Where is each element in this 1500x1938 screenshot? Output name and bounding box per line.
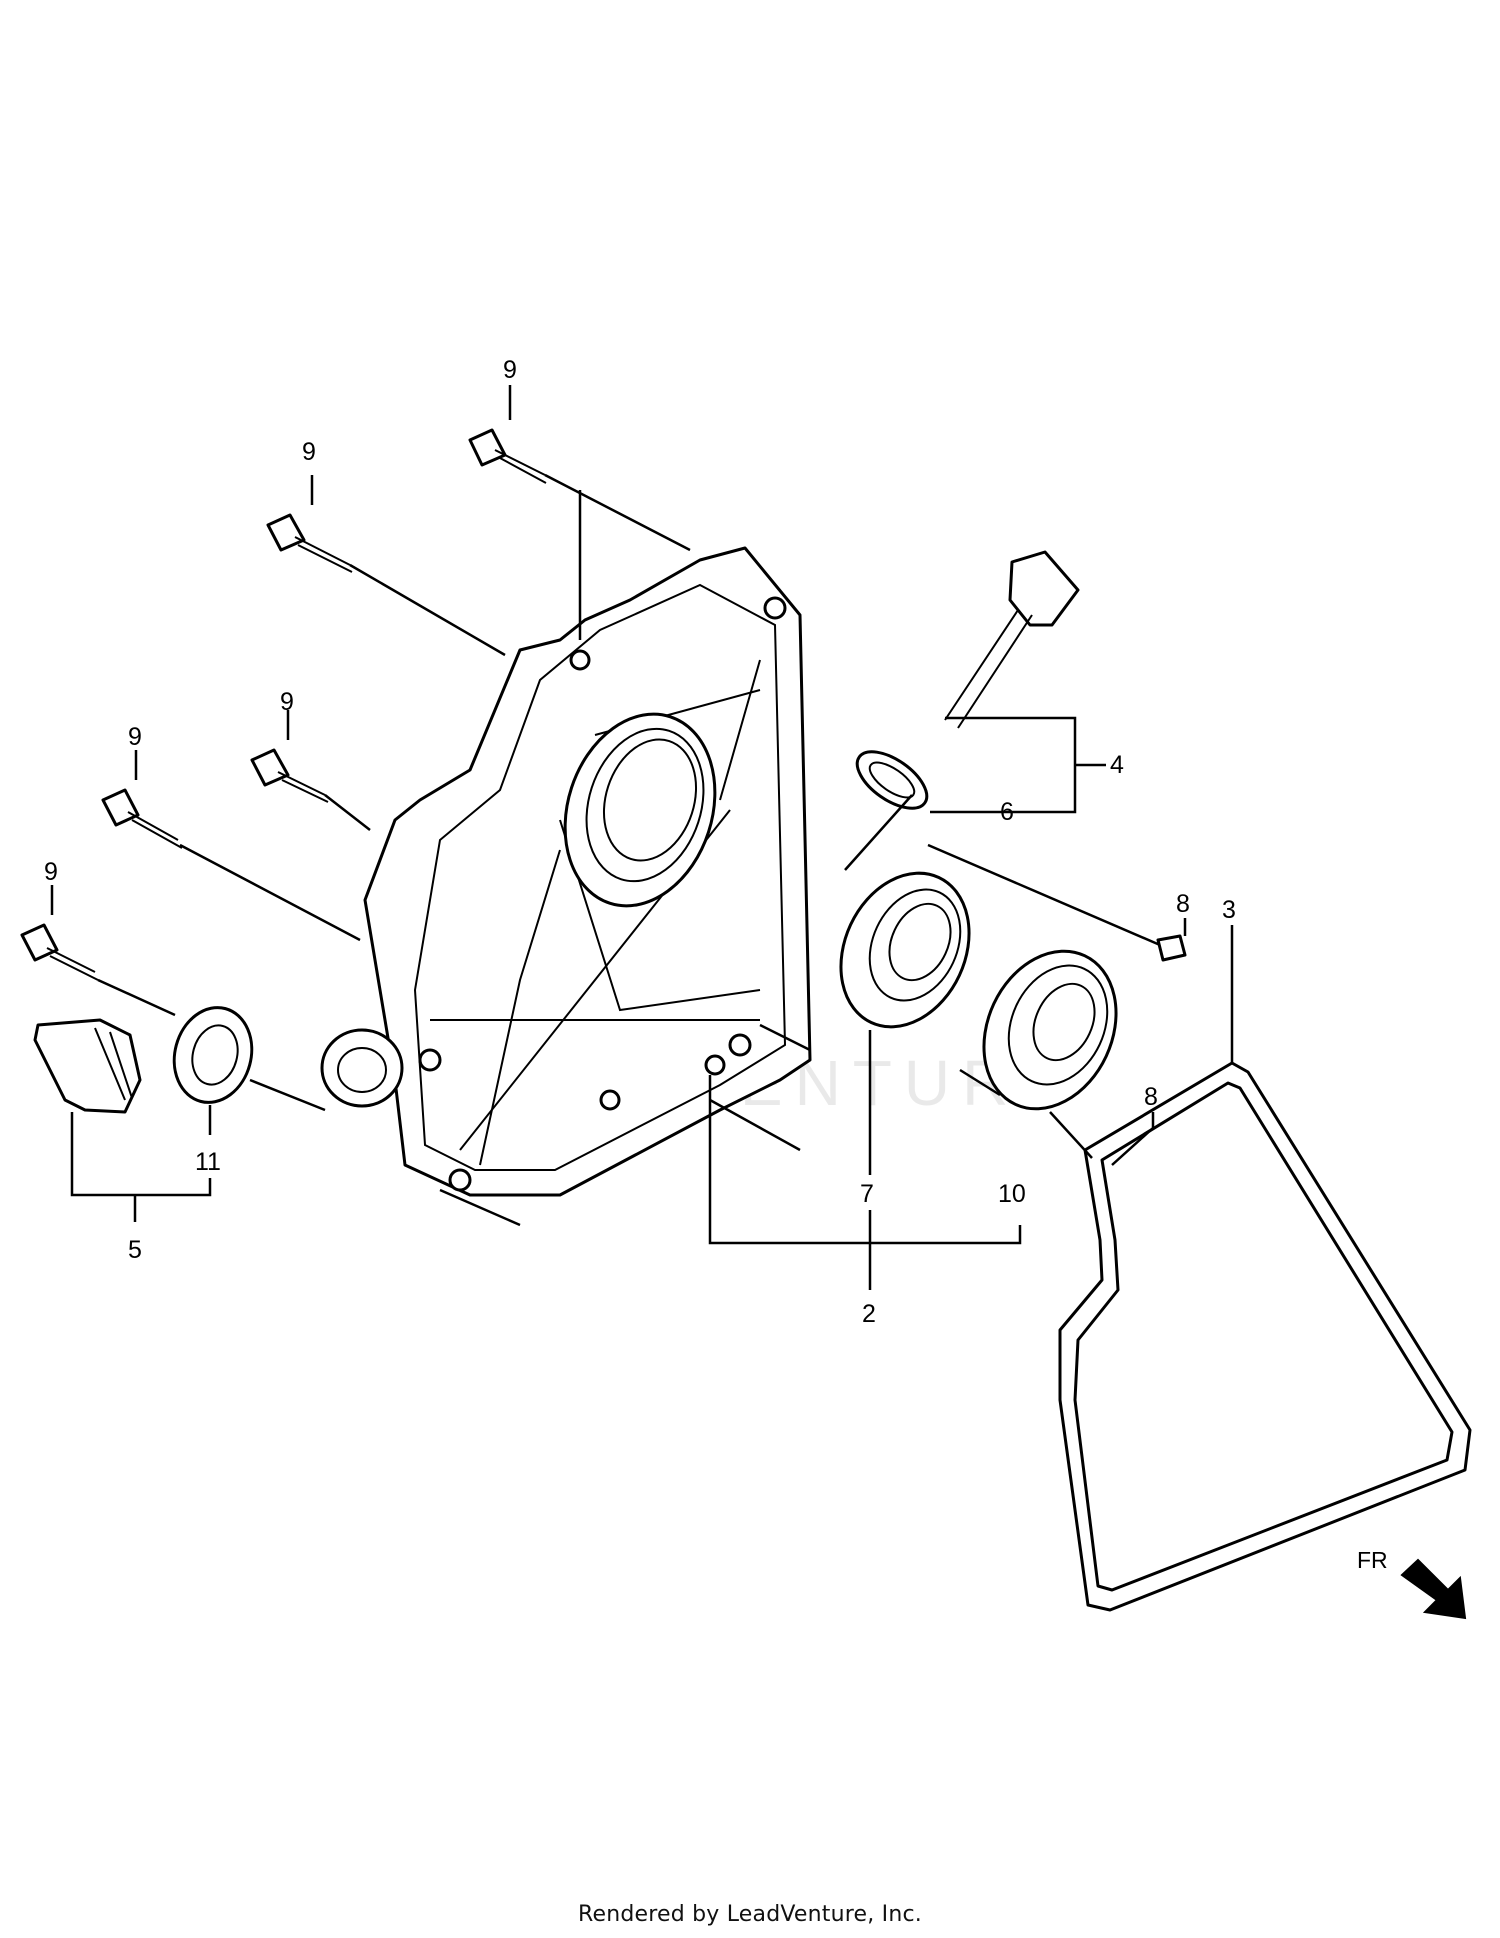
callout-part-11: 11: [195, 1148, 221, 1176]
callout-bolt-b: 9: [302, 438, 316, 466]
flange-bolt-c: [250, 748, 329, 803]
flange-bolt-b: [266, 513, 353, 573]
callout-part-10: 10: [998, 1180, 1026, 1208]
callout-part-3: 3: [1222, 896, 1236, 924]
callout-part-2: 2: [862, 1300, 876, 1328]
callout-part-8-upper: 8: [1176, 890, 1190, 918]
oil-seal-small: [172, 1006, 254, 1104]
oil-seal: [839, 871, 971, 1029]
footer-credit: Rendered by LeadVenture, Inc.: [578, 1902, 922, 1927]
flange-bolt-d: [101, 788, 183, 849]
o-ring: [855, 750, 929, 810]
gasket: [1058, 1061, 1472, 1612]
callout-bolt-d: 9: [128, 723, 142, 751]
direction-arrow-icon: [1400, 1558, 1467, 1620]
callout-part-4: 4: [1110, 751, 1124, 779]
flange-bolt-a: [468, 428, 547, 484]
dowel-pin-upper: [1156, 934, 1187, 962]
leader-lines: [50, 385, 1234, 1290]
callout-bolt-c: 9: [280, 688, 294, 716]
callout-part-8-lower: 8: [1144, 1083, 1158, 1111]
callout-part-5: 5: [128, 1236, 142, 1264]
ball-bearing: [982, 949, 1118, 1111]
callout-bolt-a: 9: [503, 356, 517, 384]
direction-label: FR: [1357, 1547, 1388, 1573]
breather-cap: [33, 1018, 142, 1114]
callout-part-6: 6: [1000, 798, 1014, 826]
oil-filler-cap: [944, 550, 1080, 729]
callout-part-7: 7: [860, 1180, 874, 1208]
callout-bolt-e: 9: [44, 858, 58, 886]
flange-bolt-e: [20, 923, 99, 981]
crankcase-cover: [320, 546, 812, 1197]
